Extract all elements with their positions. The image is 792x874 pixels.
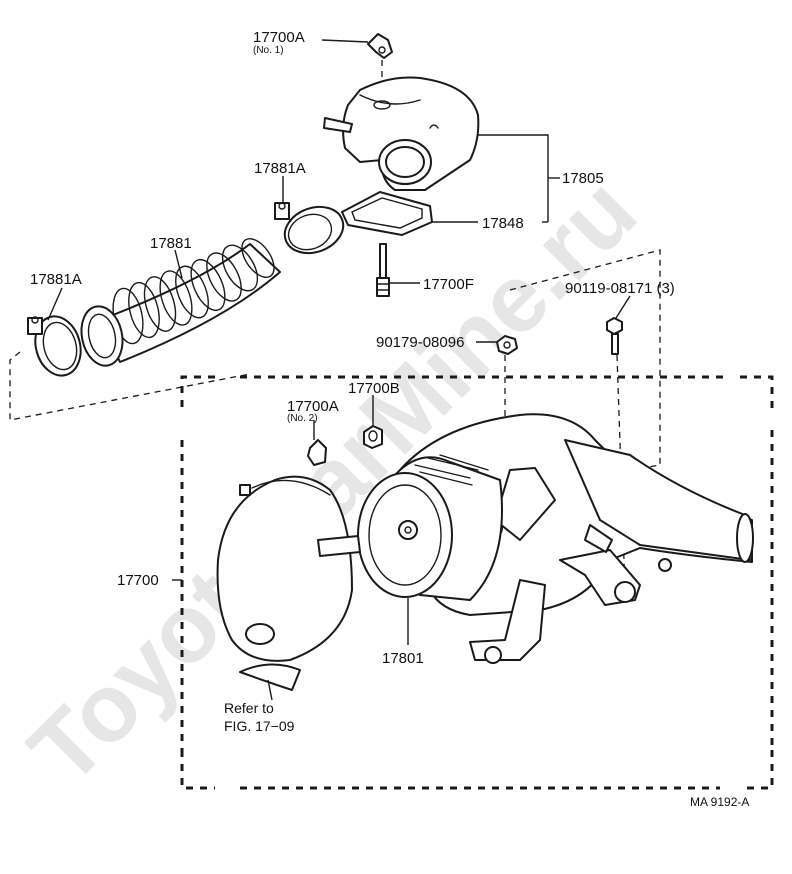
label-17700A-no1-note: (No. 1) [253, 45, 284, 56]
label-17700A-no1: 17700A [253, 29, 305, 46]
label-17881A-left: 17881A [30, 271, 82, 288]
clip-17700A-no1 [367, 33, 393, 59]
refer-to-label: Refer to [224, 700, 274, 716]
hose-clamp-17881A-left [27, 315, 82, 377]
label-17700A-no2: 17700A [287, 398, 339, 415]
label-90179-08096: 90179-08096 [376, 334, 464, 351]
air-cleaner-cover [216, 475, 361, 691]
label-90119-08171: 90119-08171 (3) [565, 280, 675, 297]
label-17805: 17805 [562, 170, 604, 187]
label-17700A-no2-note: (No. 2) [287, 413, 318, 424]
label-17700: 17700 [117, 572, 159, 589]
hose-clamp-17881A-top [274, 202, 345, 255]
label-17881A-top: 17881A [254, 160, 306, 177]
refer-fig-label: FIG. 17−09 [224, 718, 295, 734]
filter-element-17801 [357, 454, 503, 601]
label-17801: 17801 [382, 650, 424, 667]
grommet-17700B [363, 425, 383, 449]
gasket-17848 [341, 191, 433, 236]
clip-17700A-no2 [307, 439, 327, 466]
label-17700F: 17700F [423, 276, 474, 293]
leader-lines [47, 39, 631, 701]
resonator-17805 [323, 76, 480, 191]
label-17881: 17881 [150, 235, 192, 252]
label-17848: 17848 [482, 215, 524, 232]
label-17700B: 17700B [348, 380, 400, 397]
drawing-code: MA 9192-A [690, 795, 749, 809]
intake-hose-17881 [80, 238, 281, 367]
nut-90179-08096 [496, 335, 518, 355]
stud-17700F [376, 243, 390, 297]
assembly-frame-17700 [180, 375, 774, 790]
bolt-90119-08171 [606, 317, 623, 355]
part-labels: 17700A (No. 1) 17805 17848 17881A 17881 … [30, 29, 749, 809]
